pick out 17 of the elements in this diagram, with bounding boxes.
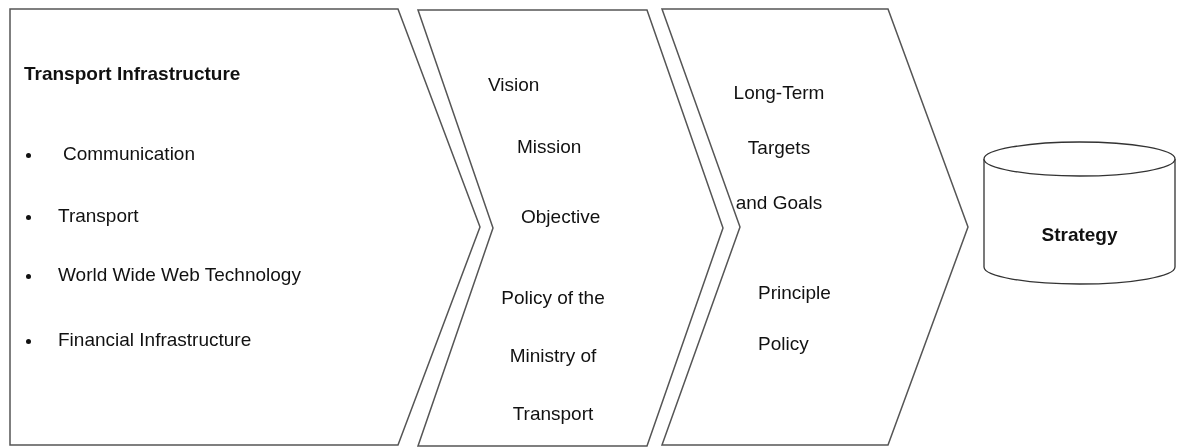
node-text: Objective [521, 206, 601, 228]
chevron-panel [10, 9, 480, 445]
node-text: Policy [758, 333, 809, 355]
heading-text: Transport Infrastructure [24, 63, 241, 85]
chevron-panel [418, 10, 723, 446]
chevron-panel [662, 9, 968, 445]
node-text: Strategy [1040, 224, 1119, 246]
node-text: Policy of the Ministry of Transport [500, 286, 606, 426]
node-text: Principle [758, 282, 831, 304]
node-text: Mission [517, 136, 582, 158]
list-item-text: Transport [58, 205, 139, 227]
cylinder-shape [983, 142, 1176, 284]
list-item-text: Financial Infrastructure [58, 329, 252, 351]
list-item-text: Communication [63, 143, 195, 165]
list-item-text: World Wide Web Technology [58, 264, 301, 286]
node-text: Vision [488, 74, 540, 96]
node-text: Long-Term Targets and Goals [732, 81, 826, 215]
